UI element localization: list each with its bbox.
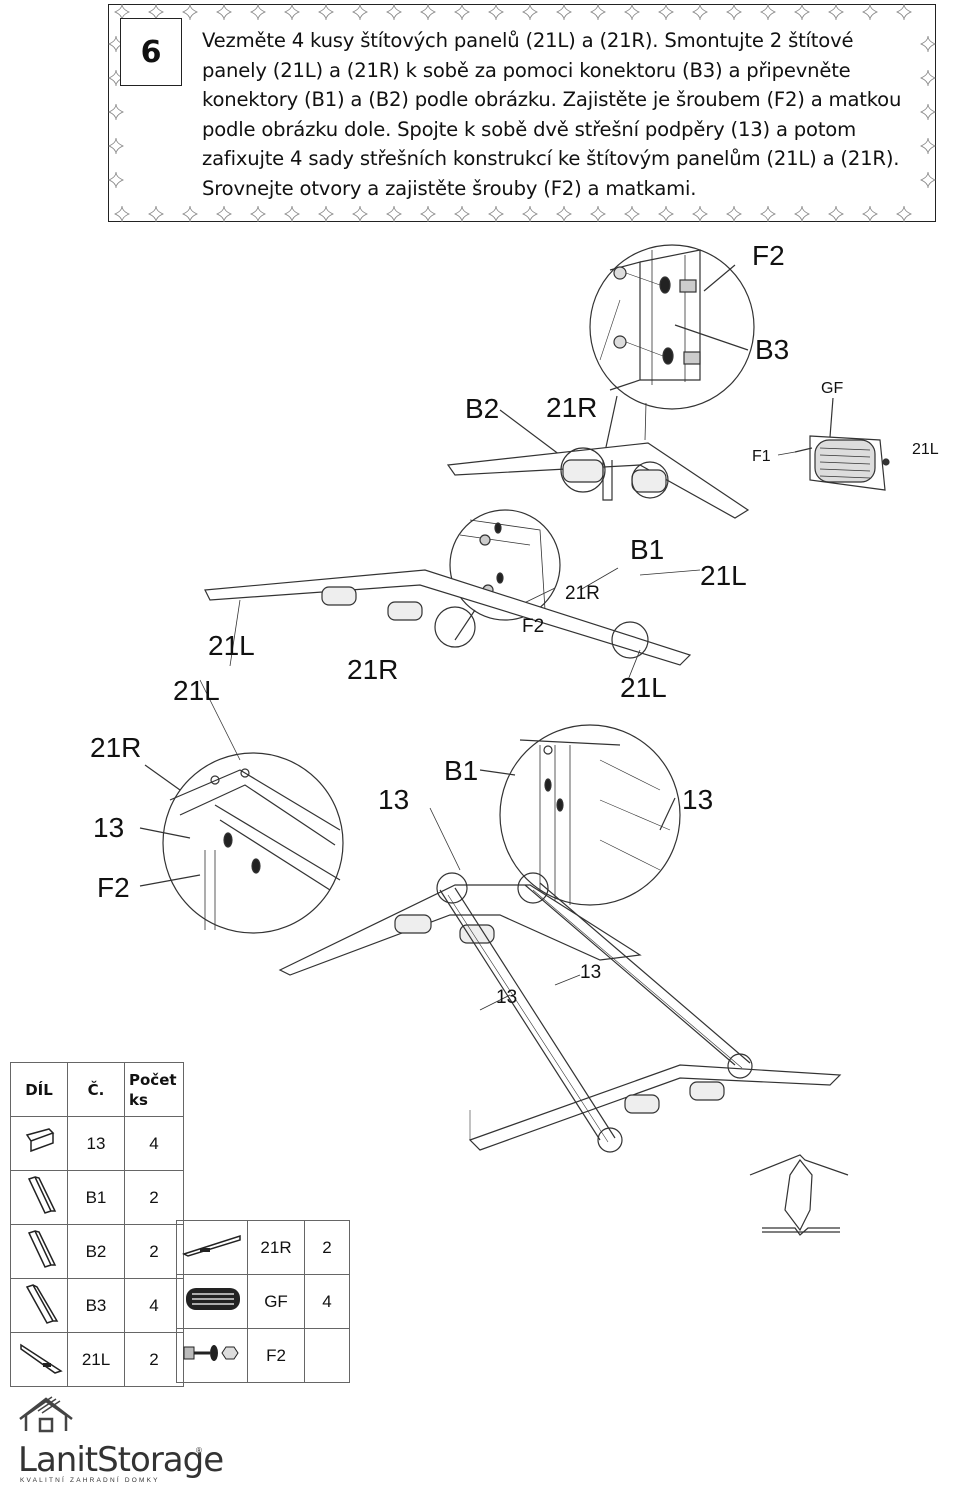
vent-detail — [777, 397, 890, 491]
callout-13-right: 13 — [682, 784, 714, 815]
roof-frame-assembly — [278, 872, 842, 1153]
callout-13-left: 13 — [93, 812, 125, 843]
table-row: 21R 2 — [176, 1220, 350, 1275]
callout-f2-top: F2 — [752, 240, 785, 271]
callout-21l-top: 21L — [912, 441, 939, 458]
decorative-border — [108, 4, 936, 222]
step-instruction: Vezměte 4 kusy štítových panelů (21L) a … — [202, 29, 902, 200]
roof-profile-section — [749, 1154, 849, 1236]
bolt-nut-icon — [176, 1328, 248, 1383]
connector-b1-icon — [10, 1170, 68, 1225]
callout-f2-small: F2 — [522, 616, 545, 637]
gable-panel-right-icon — [176, 1220, 248, 1275]
callout-13-bottom-a: 13 — [496, 987, 518, 1008]
logo-wordmark: LanitStorage — [18, 1440, 224, 1480]
parts-table-extra: 21R 2 GF 4 F2 — [176, 1220, 350, 1383]
lanitstorage-logo — [19, 1396, 73, 1433]
callout-b3-top: B3 — [755, 334, 790, 365]
callout-21l-b: 21L — [173, 675, 220, 706]
callout-gf: GF — [821, 380, 844, 397]
header-number: Č. — [67, 1062, 125, 1117]
connector-b2-icon — [10, 1224, 68, 1279]
table-row: B1 2 — [10, 1170, 184, 1225]
callout-21r-left: 21R — [90, 732, 142, 763]
detail-circle-b3 — [589, 244, 755, 410]
table-row: 21L 2 — [10, 1332, 184, 1387]
callout-b2: B2 — [465, 393, 500, 424]
callout-21l-mid-right: 21L — [700, 560, 747, 591]
logo-tagline: KVALITNÍ ZAHRADNÍ DOMKY — [20, 1477, 160, 1484]
roof-support-icon — [10, 1116, 68, 1171]
connector-b3-icon — [10, 1278, 68, 1333]
callout-21r-small: 21R — [565, 583, 600, 604]
table-row: GF 4 — [176, 1274, 350, 1329]
logo-registered-mark: ® — [196, 1446, 202, 1455]
callout-21r-top: 21R — [546, 392, 598, 423]
callout-f2-left: F2 — [97, 872, 130, 903]
table-row: F2 — [176, 1328, 350, 1383]
callout-13-center: 13 — [378, 784, 410, 815]
callout-13-bottom-b: 13 — [580, 962, 602, 983]
callout-b1-center: B1 — [444, 755, 479, 786]
header-count: Počet ks — [124, 1062, 184, 1117]
gable-panel-left-icon — [10, 1332, 68, 1387]
step-number: 6 — [120, 18, 182, 86]
callout-21l-a: 21L — [208, 630, 255, 661]
callout-21r-mid: 21R — [347, 654, 399, 685]
parts-table: DÍL Č. Počet ks 13 4 B1 2 B2 2 B3 4 21L — [10, 1062, 184, 1387]
callout-f1: F1 — [752, 448, 771, 465]
top-gable-assembly — [446, 442, 750, 519]
header-part: DÍL — [10, 1062, 68, 1117]
detail-circle-right — [499, 724, 681, 906]
callout-b1-mid: B1 — [630, 534, 665, 565]
header-box — [108, 4, 936, 222]
table-row: B2 2 — [10, 1224, 184, 1279]
table-row: 13 4 — [10, 1116, 184, 1171]
callout-21l-c: 21L — [620, 672, 667, 703]
middle-gable-assembly — [204, 569, 692, 666]
detail-circle-left — [162, 752, 344, 934]
vent-grille-icon — [176, 1274, 248, 1329]
table-row: B3 4 — [10, 1278, 184, 1333]
